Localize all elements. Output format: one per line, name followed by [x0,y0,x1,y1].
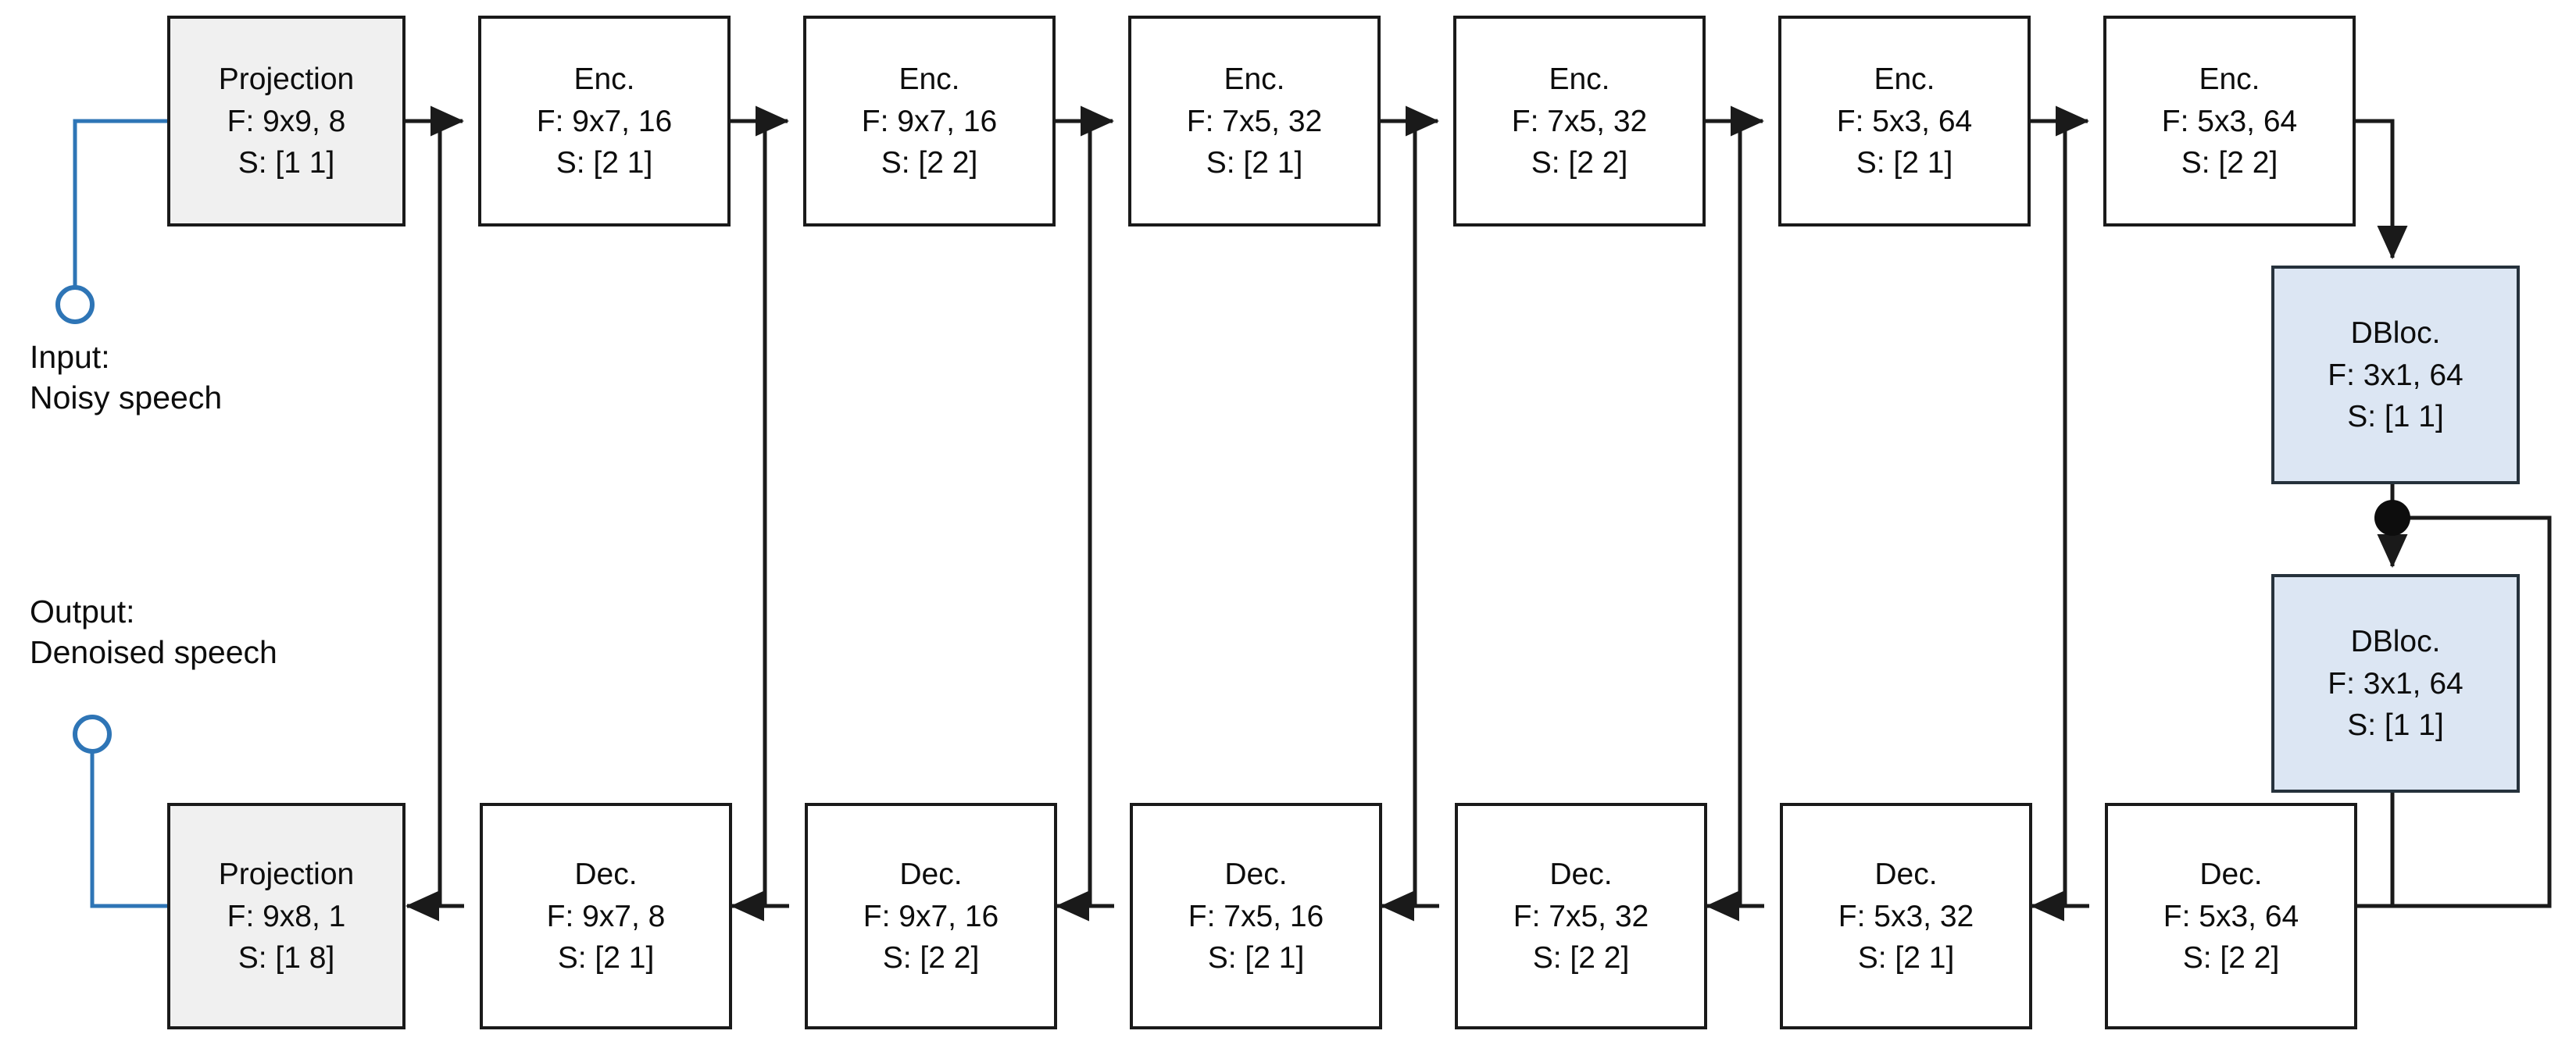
node-title: Projection [218,62,355,96]
node-dec-5[interactable]: Dec. F: 5x3, 32 S: [2 1] [1780,803,2032,1029]
node-stride: S: [2 2] [1532,940,1630,975]
node-title: Enc. [1224,62,1285,96]
node-filter: F: 5x3, 64 [2163,900,2299,934]
node-stride: S: [1 1] [238,145,335,180]
input-lead [73,119,167,305]
node-dblock-1[interactable]: DBloc. F: 3x1, 64 S: [1 1] [2271,266,2520,484]
node-stride: S: [2 2] [2181,145,2278,180]
node-filter: F: 7x5, 32 [1513,900,1649,934]
node-title: Dec. [1874,858,1938,891]
node-filter: F: 9x9, 8 [227,105,346,139]
node-dec-4[interactable]: Dec. F: 7x5, 32 S: [2 2] [1455,803,1707,1029]
input-label-line1: Input: [30,339,110,375]
node-proj-in[interactable]: Projection F: 9x9, 8 S: [1 1] [167,16,406,226]
node-stride: S: [2 1] [1857,940,1955,975]
output-label-line2: Denoised speech [30,633,277,670]
node-stride: S: [2 2] [881,145,978,180]
node-filter: F: 7x5, 16 [1188,900,1324,934]
node-title: Dec. [1549,858,1613,891]
node-enc-3[interactable]: Enc. F: 7x5, 32 S: [2 1] [1128,16,1381,226]
node-enc-2[interactable]: Enc. F: 9x7, 16 S: [2 2] [803,16,1056,226]
input-terminal-icon [55,285,95,324]
node-title: Dec. [1224,858,1288,891]
node-title: DBloc. [2350,316,2441,350]
node-filter: F: 5x3, 32 [1838,900,1974,934]
node-dec-3[interactable]: Dec. F: 7x5, 16 S: [2 1] [1130,803,1382,1029]
node-stride: S: [2 1] [557,940,655,975]
node-filter: F: 9x8, 1 [227,900,346,934]
output-label: Output: Denoised speech [30,592,277,672]
output-label-line1: Output: [30,594,135,629]
node-stride: S: [1 1] [2347,708,2444,742]
node-enc-5[interactable]: Enc. F: 5x3, 64 S: [2 1] [1778,16,2031,226]
node-title: Enc. [899,62,960,96]
node-filter: F: 5x3, 64 [2161,105,2298,139]
node-filter: F: 9x7, 16 [536,105,673,139]
node-enc-6[interactable]: Enc. F: 5x3, 64 S: [2 2] [2103,16,2356,226]
junction-dot [2374,500,2410,536]
node-title: Projection [218,858,355,891]
node-dblock-2[interactable]: DBloc. F: 3x1, 64 S: [1 1] [2271,574,2520,793]
node-stride: S: [1 8] [238,940,335,975]
node-stride: S: [1 1] [2347,399,2444,433]
node-title: Enc. [573,62,635,96]
node-stride: S: [2 2] [882,940,980,975]
node-filter: F: 3x1, 64 [2328,358,2463,393]
output-terminal-icon [73,715,112,754]
node-filter: F: 9x7, 16 [863,900,999,934]
node-stride: S: [2 2] [2182,940,2280,975]
node-filter: F: 7x5, 32 [1186,105,1323,139]
input-label: Input: Noisy speech [30,337,222,418]
node-filter: F: 9x7, 8 [546,900,666,934]
node-dec-1[interactable]: Dec. F: 9x7, 8 S: [2 1] [480,803,732,1029]
node-filter: F: 7x5, 32 [1511,105,1648,139]
node-filter: F: 3x1, 64 [2328,667,2463,701]
node-title: Enc. [2199,62,2260,96]
output-lead [90,734,167,908]
node-filter: F: 9x7, 16 [861,105,998,139]
node-stride: S: [2 2] [1531,145,1628,180]
node-proj-out[interactable]: Projection F: 9x8, 1 S: [1 8] [167,803,406,1029]
node-dec-6[interactable]: Dec. F: 5x3, 64 S: [2 2] [2105,803,2357,1029]
node-enc-4[interactable]: Enc. F: 7x5, 32 S: [2 2] [1453,16,1706,226]
node-stride: S: [2 1] [1207,940,1305,975]
node-filter: F: 5x3, 64 [1836,105,1973,139]
node-dec-2[interactable]: Dec. F: 9x7, 16 S: [2 2] [805,803,1057,1029]
node-title: Enc. [1549,62,1610,96]
node-title: Dec. [899,858,963,891]
node-stride: S: [2 1] [1206,145,1303,180]
node-enc-1[interactable]: Enc. F: 9x7, 16 S: [2 1] [478,16,731,226]
node-title: DBloc. [2350,625,2441,658]
node-title: Enc. [1874,62,1935,96]
node-title: Dec. [574,858,638,891]
input-label-line2: Noisy speech [30,379,223,416]
node-title: Dec. [2199,858,2263,891]
node-stride: S: [2 1] [556,145,653,180]
node-stride: S: [2 1] [1856,145,1953,180]
